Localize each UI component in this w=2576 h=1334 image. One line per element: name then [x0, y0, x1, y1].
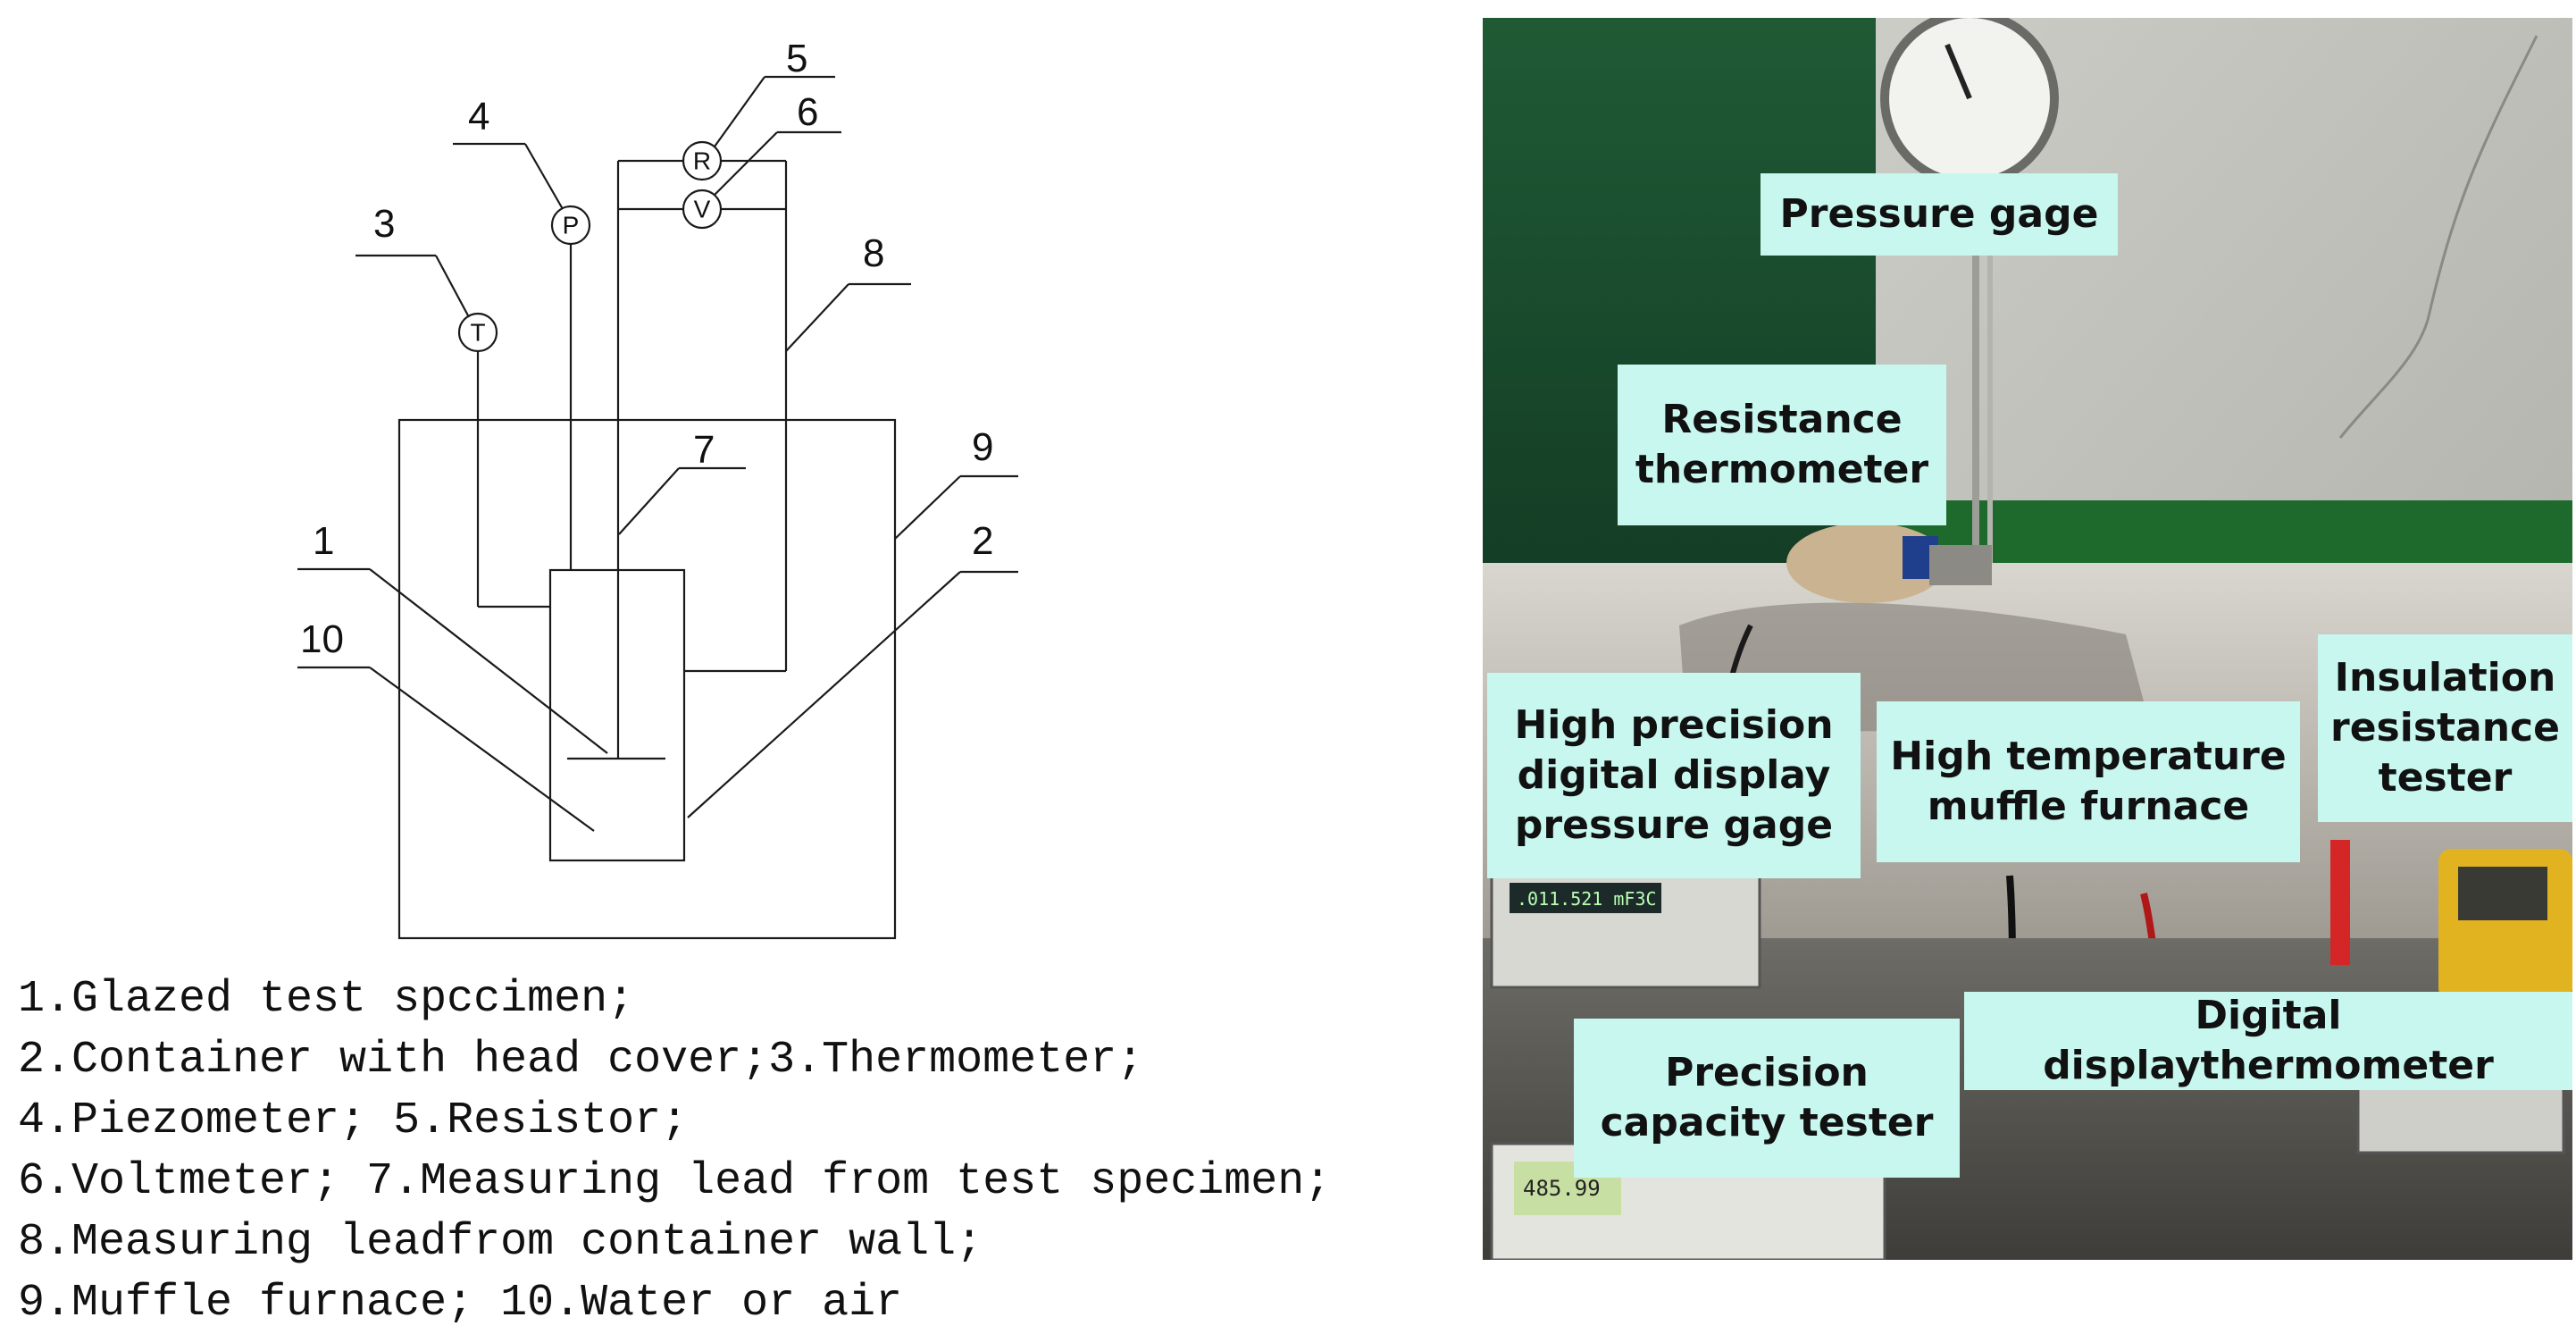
capacity-tester-readout: 485.99 [1523, 1176, 1601, 1201]
marker-10: 10 [300, 617, 344, 661]
thermometer-symbol: T [470, 319, 485, 347]
voltmeter-icon [682, 189, 723, 230]
label-insulation-tester: Insulation resistance tester [2318, 634, 2572, 822]
test-apparatus-schematic: T P R V 3 4 5 6 7 8 9 2 1 10 [297, 37, 1018, 940]
marker-3: 3 [373, 202, 395, 246]
leader-10-diag [369, 667, 595, 832]
voltmeter-symbol: V [694, 196, 711, 223]
leader-8-diag [785, 283, 849, 352]
leader-6-diag [714, 131, 778, 196]
legend-item: 2.Container with head cover; [18, 1035, 769, 1086]
legend-item: 6.Voltmeter; [18, 1156, 340, 1207]
label-resistance-thermometer: Resistance thermometer [1618, 365, 1946, 525]
equipment-photo: .011.521 mF3C 485.99 Pressure gage Resis… [1483, 18, 2572, 1260]
marker-7: 7 [693, 428, 715, 472]
legend-item: 9.Muffle furnace; [18, 1278, 474, 1329]
marker-4: 4 [468, 95, 489, 138]
label-capacity-tester: Precision capacity tester [1574, 1019, 1960, 1178]
leader-7-diag [618, 467, 680, 535]
legend-item: 1.Glazed test spccimen; [18, 974, 635, 1025]
marker-9: 9 [972, 425, 993, 469]
pressure-gauge-dial [1880, 18, 2059, 188]
legend-item: 7.Measuring lead from test specimen; [366, 1156, 1332, 1207]
legend-item: 8.Measuring leadfrom container wall; [18, 1217, 983, 1268]
label-digital-thermometer: Digital displaythermometer [1964, 992, 2572, 1090]
piezometer-icon [550, 205, 591, 246]
muffle-furnace-box [397, 418, 897, 940]
piezometer-symbol: P [563, 212, 580, 239]
marker-6: 6 [797, 90, 818, 134]
insulation-tester-screen [2458, 867, 2547, 920]
leader-5-diag [714, 76, 765, 147]
marker-1: 1 [313, 519, 334, 563]
leader-9-diag [894, 475, 961, 540]
label-muffle-furnace: High temperature muffle furnace [1877, 701, 2300, 862]
resistor-icon [682, 140, 723, 181]
leader-1-diag [369, 568, 608, 754]
meter-top-screen [1510, 883, 1661, 913]
leader-4-diag [524, 143, 564, 210]
legend-item: 4.Piezometer; [18, 1095, 367, 1146]
marker-8: 8 [863, 231, 884, 275]
thermometer-icon [457, 312, 498, 353]
legend-item: 5.Resistor; [393, 1095, 689, 1146]
label-digital-pressure-gage: High precision digital display pressure … [1487, 673, 1861, 878]
wall-crack [2338, 35, 2538, 439]
leader-2-diag [687, 571, 961, 818]
legend-item: 10.Water or air [500, 1278, 903, 1329]
pressure-gauge-needle [1945, 43, 1972, 100]
gauge-stem-2 [1987, 179, 1993, 572]
legend-item: 3.Thermometer; [768, 1035, 1144, 1086]
label-pressure-gage: Pressure gage [1761, 173, 2118, 256]
marker-2: 2 [972, 519, 993, 563]
leader-3-diag [435, 255, 470, 318]
marker-5: 5 [786, 37, 807, 80]
legend-caption: 1.Glazed test spccimen; 2.Container with… [18, 969, 1429, 1334]
meter-top-readout: .011.521 mF3C [1517, 888, 1657, 910]
gauge-valve [1929, 545, 1992, 585]
resistor-symbol: R [693, 147, 711, 175]
gauge-stem [1972, 179, 1979, 590]
